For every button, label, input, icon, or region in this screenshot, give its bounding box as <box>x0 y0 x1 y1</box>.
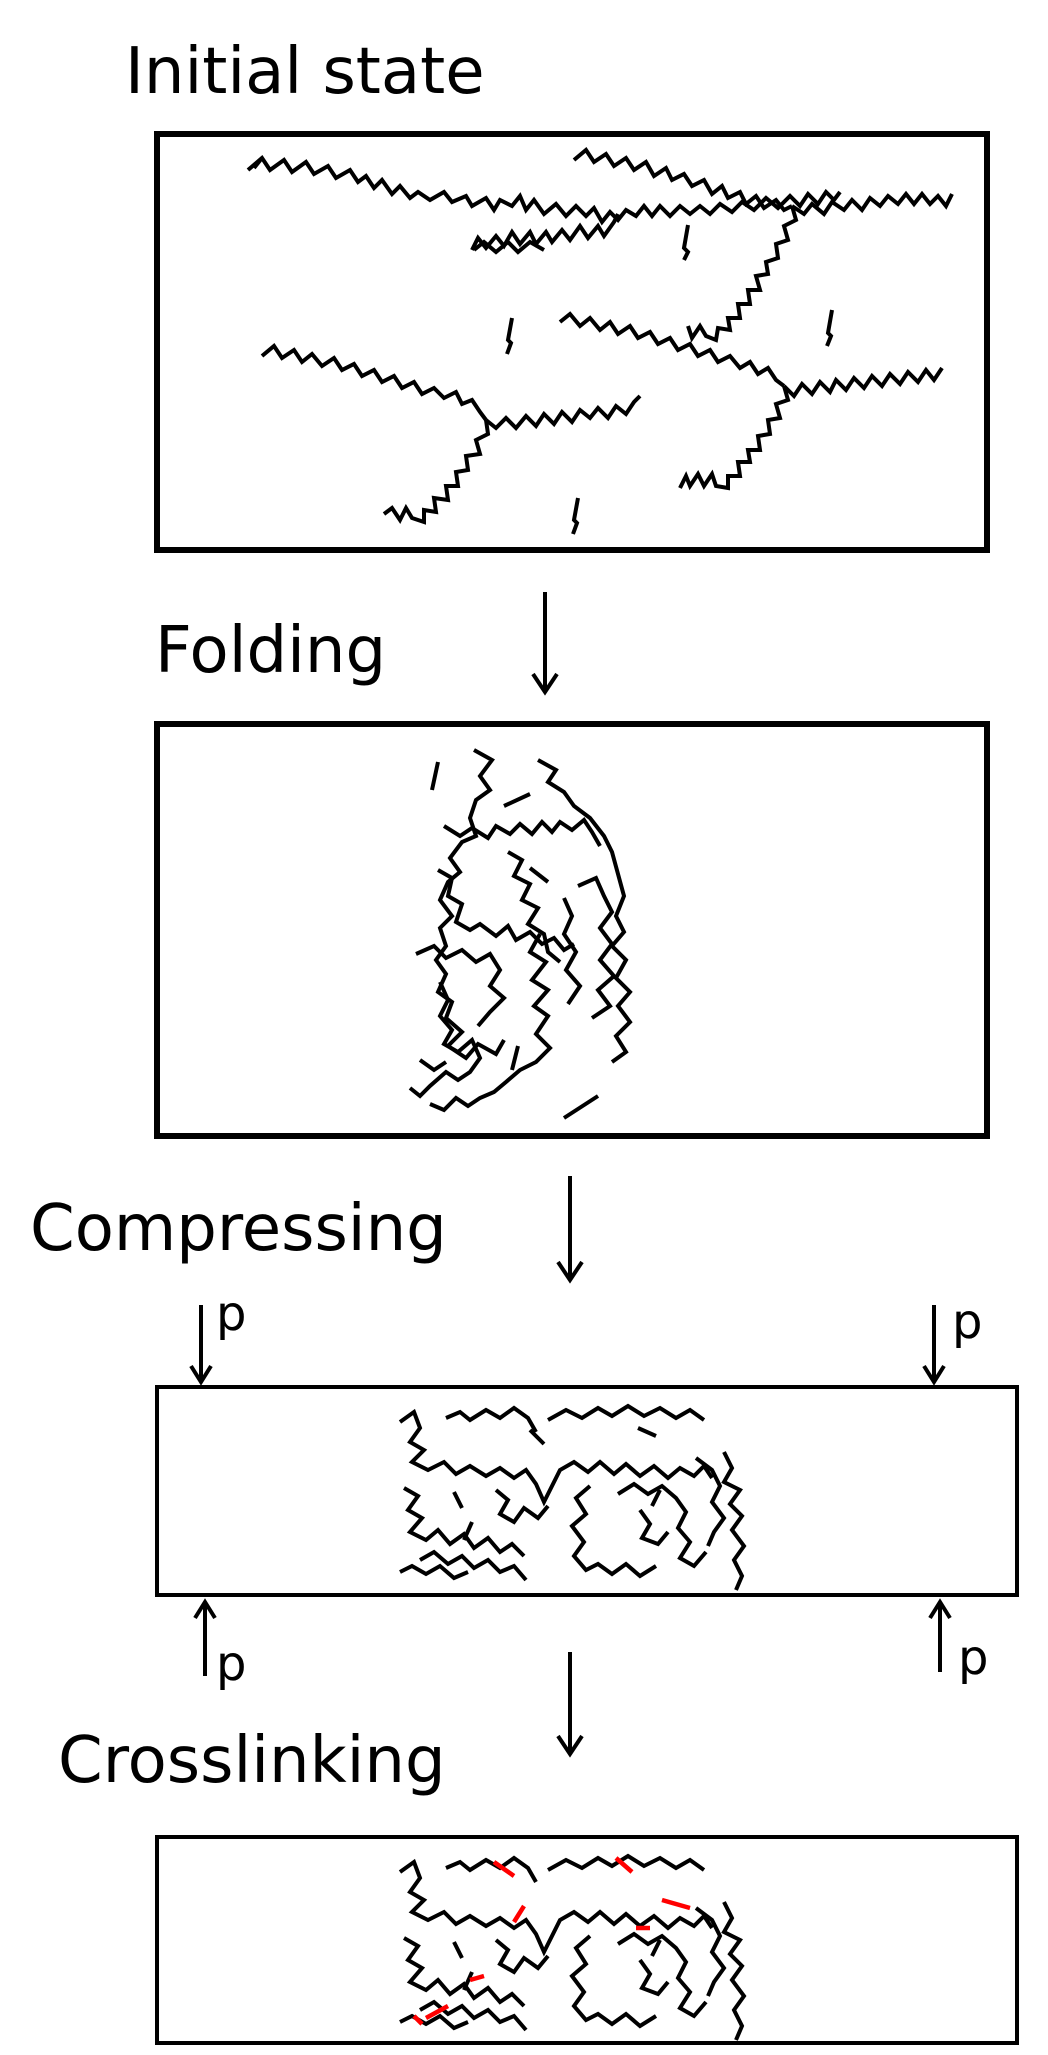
pressure-arrow-top-right <box>922 1305 946 1386</box>
polymer-chains-initial <box>246 147 954 535</box>
panel-folding <box>154 721 990 1139</box>
pressure-label-bottom-left: p <box>216 1636 246 1692</box>
panel-compressing <box>155 1385 1019 1597</box>
pressure-label-bottom-right: p <box>958 1630 988 1686</box>
pressure-label-top-right: p <box>952 1294 982 1350</box>
stage-title-crosslinking: Crosslinking <box>58 1724 446 1798</box>
pressure-arrow-bottom-left <box>193 1598 217 1676</box>
polymer-chains-crosslinking <box>398 1853 747 2041</box>
polymer-chains-folding <box>408 748 633 1120</box>
polymer-chains-compressing <box>398 1403 747 1591</box>
panel-crosslinking <box>155 1835 1019 2045</box>
down-arrow-folding <box>531 592 559 696</box>
stage-title-compressing: Compressing <box>30 1192 447 1266</box>
down-arrow-crosslinking <box>556 1652 584 1758</box>
pressure-arrow-bottom-right <box>928 1598 952 1672</box>
down-arrow-compressing <box>556 1176 584 1284</box>
pressure-arrow-top-left <box>189 1305 213 1386</box>
pressure-label-top-left: p <box>216 1286 246 1342</box>
panel-initial <box>154 131 990 553</box>
stage-title-initial: Initial state <box>125 35 485 109</box>
crosslink-bonds <box>412 1856 691 2026</box>
stage-title-folding: Folding <box>155 614 386 688</box>
